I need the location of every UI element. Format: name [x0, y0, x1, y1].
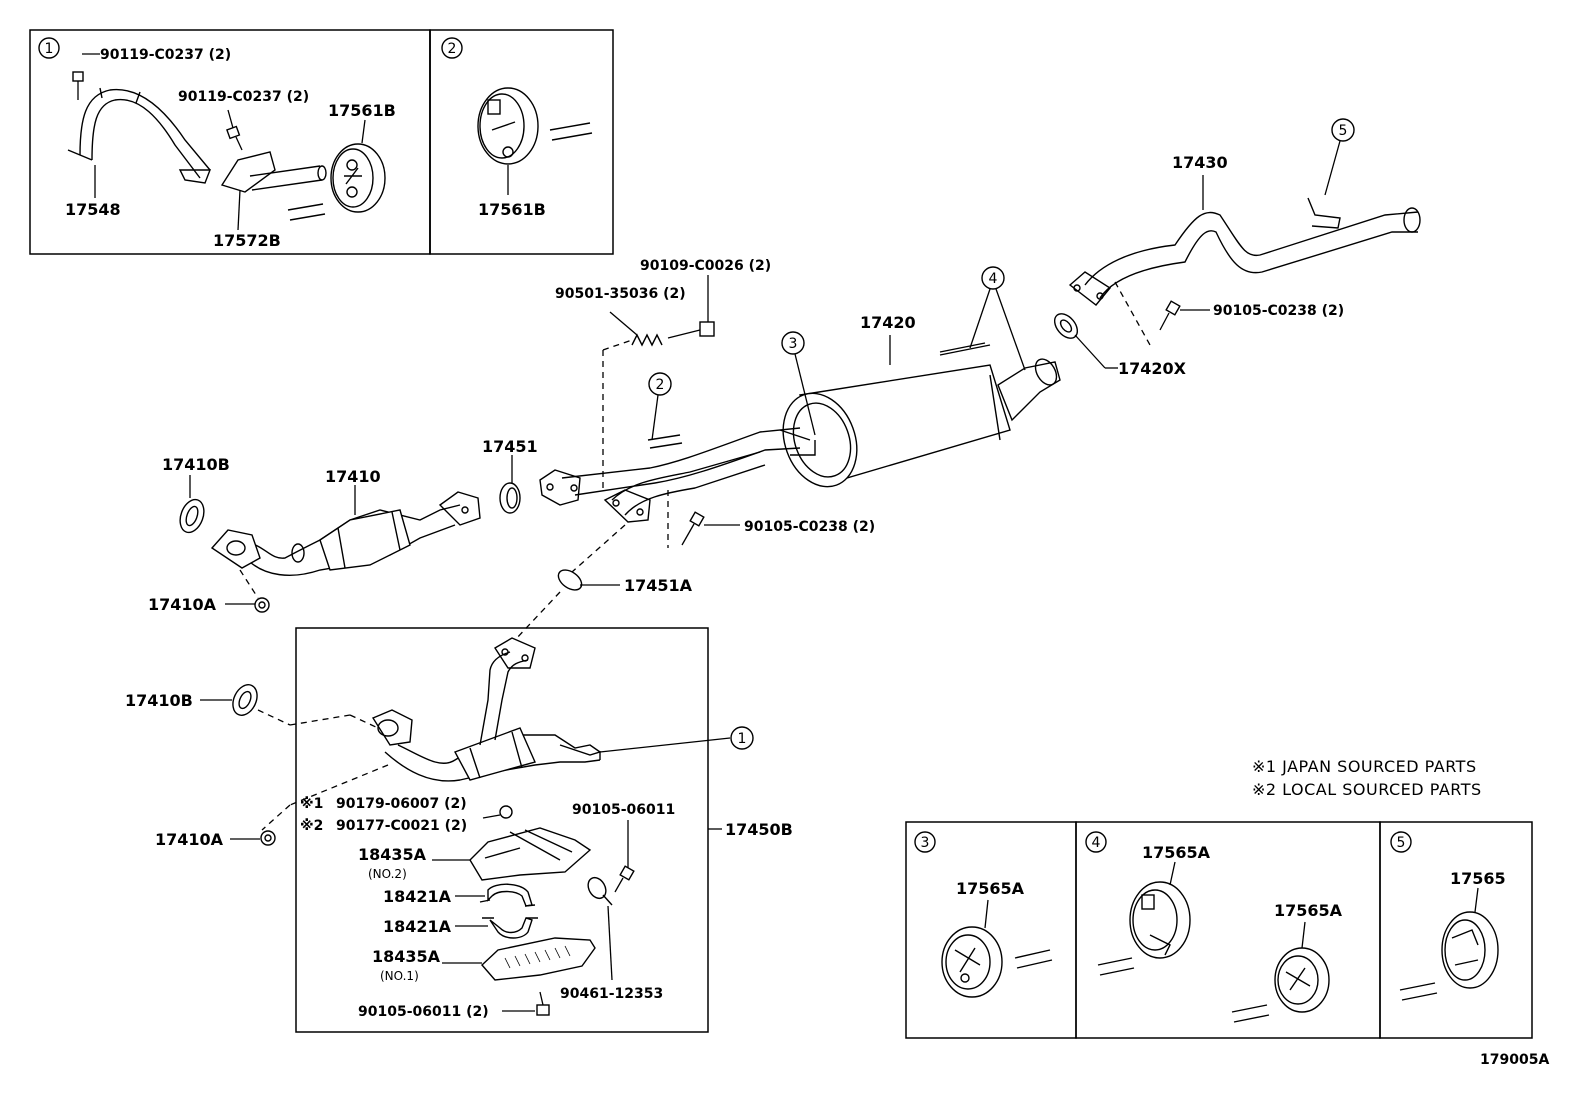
front-pipe-17410: [210, 491, 481, 576]
label-ring: 17451: [482, 437, 538, 456]
label-hanger-3: 17565A: [956, 879, 1025, 898]
callout-3: 3: [789, 336, 798, 352]
rubber-hanger-icon: [1274, 947, 1330, 1013]
label-bracket: 17548: [65, 200, 121, 219]
label-front-pipe: 17410: [325, 467, 381, 486]
label-insulator-no2: 18435A: [358, 845, 427, 864]
heat-insulator-no2: [469, 827, 592, 881]
label-hanger-2: 17561B: [478, 200, 546, 219]
inset-box-4: 4 17565A 17565A: [1075, 821, 1381, 1039]
bolt-icon: [1159, 300, 1181, 331]
inset-3-number: 3: [921, 835, 930, 851]
label-clamp-b: 18421A: [383, 917, 452, 936]
label-nut-japan: 90179-06007 (2): [336, 796, 467, 812]
gasket-icon: [557, 569, 583, 591]
gasket-icon: [179, 498, 205, 534]
note-local: ※2 LOCAL SOURCED PARTS: [1252, 780, 1482, 799]
label-bolt-ins-top: 90105-06011: [572, 802, 675, 818]
inset-2-number: 2: [448, 41, 457, 57]
callout-2: 2: [656, 377, 665, 393]
label-front-pipe-assy: 17450B: [725, 820, 793, 839]
inset-1-number: 1: [45, 41, 54, 57]
label-hanger-4b: 17565A: [1274, 901, 1343, 920]
label-nut-front-top: 17410A: [148, 595, 217, 614]
bolt-icon: [667, 321, 715, 339]
label-bolt-tail: 90105-C0238 (2): [1213, 303, 1344, 319]
front-pipe-assy-box: [295, 627, 709, 1033]
label-bolt-mid: 90119-C0237 (2): [178, 89, 309, 105]
label-hanger-4a: 17565A: [1142, 843, 1211, 862]
support-17572b-shape: [220, 151, 327, 193]
inset-box-1: 1 90119-C0237 (2) 17548 90119-C0237 (2): [29, 29, 431, 255]
label-insulator-no2-sub: (NO.2): [368, 867, 407, 881]
mark-1: ※1: [300, 796, 323, 812]
rubber-hanger-icon: [477, 87, 539, 165]
label-tail-pipe: 17430: [1172, 153, 1228, 172]
band-clamp-icon: [587, 876, 613, 906]
label-bolt-center: 90105-C0238 (2): [744, 519, 875, 535]
label-insulator-no1-sub: (NO.1): [380, 969, 419, 983]
label-bolt-ins-bottom: 90105-06011 (2): [358, 1004, 489, 1020]
inset-5-number: 5: [1397, 835, 1406, 851]
label-bolt-top: 90119-C0237 (2): [100, 47, 231, 63]
inset-box-2: 2 17561B: [429, 29, 614, 255]
spring-icon: [631, 333, 663, 347]
inset-box-3: 3 17565A: [905, 821, 1077, 1039]
rubber-hanger-icon: [1441, 911, 1499, 989]
heat-insulator-no1: [481, 937, 596, 981]
bolt-icon: [681, 511, 705, 546]
figure-id: 179005A: [1480, 1052, 1549, 1068]
label-nut-local: 90177-C0021 (2): [336, 818, 467, 834]
note-japan: ※1 JAPAN SOURCED PARTS: [1252, 757, 1477, 776]
callout-1: 1: [738, 731, 747, 747]
bracket-17548-shape: [67, 87, 212, 184]
inset-4-number: 4: [1092, 835, 1101, 851]
label-bolt-spring: 90109-C0026 (2): [640, 258, 771, 274]
label-muffler: 17420: [860, 313, 916, 332]
label-band-clamp: 90461-12353: [560, 986, 663, 1002]
gasket-icon: [1053, 313, 1079, 339]
callout-5: 5: [1339, 123, 1348, 139]
label-gasket-front-top: 17410B: [162, 455, 230, 474]
label-gasket-center: 17451A: [624, 576, 693, 595]
callout-4: 4: [989, 271, 998, 287]
center-pipe: [539, 427, 801, 523]
label-gasket-front-bottom: 17410B: [125, 691, 193, 710]
rubber-hanger-icon: [1129, 881, 1191, 959]
rubber-hanger-icon: [941, 926, 1003, 998]
rubber-hanger-icon: [330, 143, 386, 213]
label-spring: 90501-35036 (2): [555, 286, 686, 302]
label-nut-front-bottom: 17410A: [155, 830, 224, 849]
gasket-icon: [232, 684, 258, 716]
ring-icon: [499, 482, 521, 514]
label-support: 17572B: [213, 231, 281, 250]
clamp-icon: [479, 883, 536, 907]
label-insulator-no1: 18435A: [372, 947, 441, 966]
muffler-17420: [779, 342, 1061, 488]
bolt-icon: [536, 991, 550, 1016]
bolt-icon: [614, 865, 635, 893]
nut-icon: [260, 830, 276, 846]
label-clamp-a: 18421A: [383, 887, 452, 906]
tail-pipe-17430: [1068, 197, 1421, 306]
bolt-icon: [72, 71, 84, 100]
mark-2: ※2: [300, 818, 323, 834]
label-hanger-1: 17561B: [328, 101, 396, 120]
label-hanger-5: 17565: [1450, 869, 1506, 888]
clamp-icon: [482, 917, 538, 939]
nut-icon: [254, 597, 270, 613]
label-gasket-tail: 17420X: [1118, 359, 1187, 378]
inset-box-5: 5 17565: [1379, 821, 1533, 1039]
nut-icon: [499, 805, 513, 819]
bolt-icon: [226, 125, 243, 151]
